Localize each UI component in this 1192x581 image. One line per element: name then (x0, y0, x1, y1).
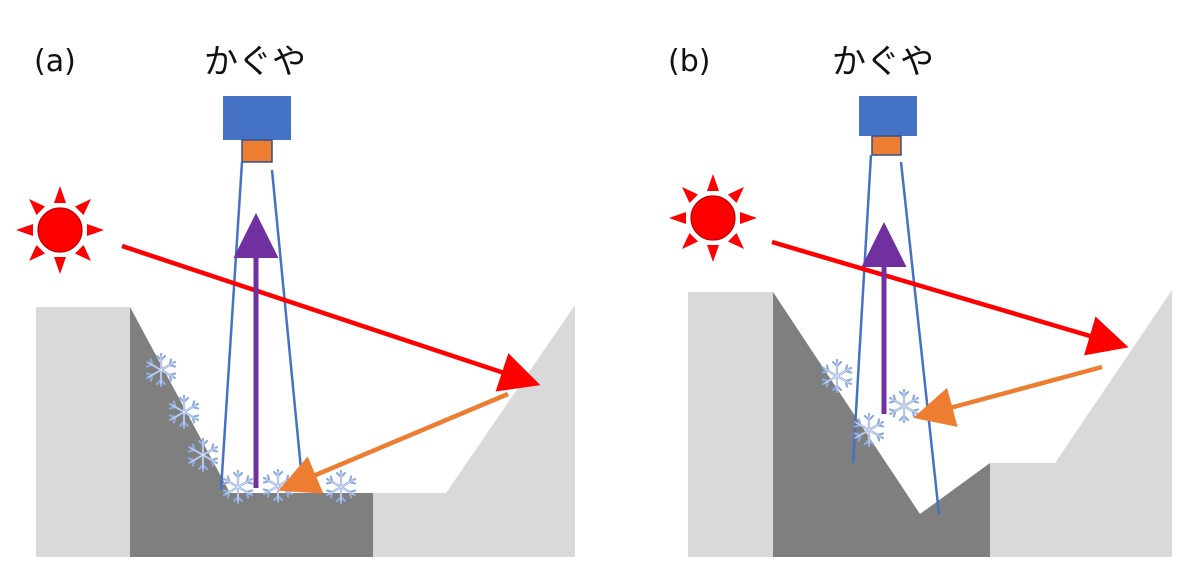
panel-b-sunlight-ray (771, 239, 1129, 356)
panel-a-reflected-ray (278, 391, 509, 494)
panel-b: (b) かぐや (668, 42, 1172, 557)
snowflake-icon (325, 469, 357, 505)
panel-b-crater-floor-shadow (773, 292, 990, 557)
panel-a-sunlight-ray (121, 243, 541, 392)
panel-b-reflected-ray (913, 364, 1103, 427)
panel-b-spacecraft-label: かぐや (832, 42, 934, 82)
sun-icon (668, 173, 758, 263)
panel-b-fov-left-line (851, 154, 873, 464)
panel-a-spacecraft-camera (241, 139, 273, 163)
sun-icon (15, 185, 105, 275)
panel-b-label: (b) (668, 44, 710, 79)
panel-a-label: (a) (34, 44, 76, 79)
panel-a-spacecraft-label: かぐや (204, 42, 306, 82)
panel-a-fov-left-line (219, 161, 244, 491)
panel-b-terrain-right-slope (990, 290, 1172, 557)
panel-a: (a) かぐや (15, 42, 575, 557)
snowflake-icon (888, 388, 920, 424)
snowflake-icon (262, 468, 294, 504)
panel-a-fov-right-line (270, 169, 305, 491)
panel-b-spacecraft-camera (871, 135, 902, 156)
snowflake-icon (222, 469, 254, 505)
panel-a-terrain-left-wall (36, 307, 130, 557)
panel-a-crater-floor-shadow (130, 307, 373, 557)
panel-b-fov-right-line (899, 161, 941, 515)
panel-a-terrain-right-slope (373, 305, 575, 557)
panel-a-spacecraft-body (223, 96, 291, 140)
panel-b-spacecraft-body (859, 96, 917, 136)
panel-b-terrain-left-wall (688, 292, 773, 557)
